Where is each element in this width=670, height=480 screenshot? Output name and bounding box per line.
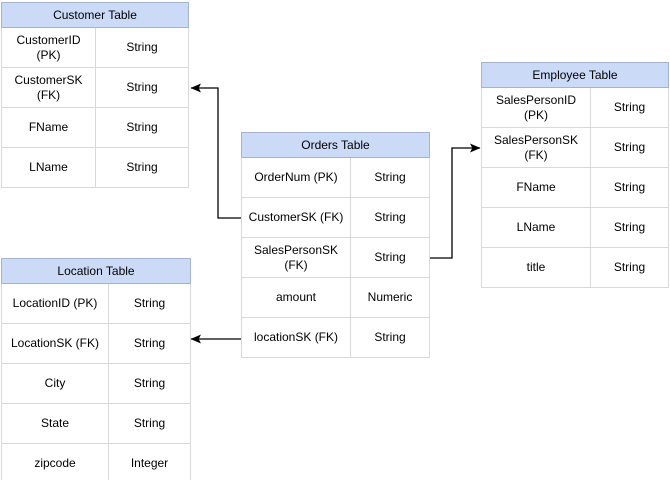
table-row: FName String <box>482 168 668 208</box>
employee-table: Employee Table SalesPersonID (PK) String… <box>481 62 669 288</box>
table-row: LocationSK (FK) String <box>2 324 190 364</box>
field-type: String <box>126 80 158 94</box>
field-type: String <box>374 330 406 344</box>
field-name: SalesPersonSK (FK) <box>482 128 591 167</box>
table-row: zipcode Integer <box>2 444 190 480</box>
field-name: title <box>482 248 591 287</box>
field-name: OrderNum (PK) <box>242 158 351 197</box>
field-type: String <box>133 296 166 310</box>
table-row: locationSK (FK) String <box>242 318 429 358</box>
field-type: String <box>374 250 406 264</box>
field-name: LocationID (PK) <box>2 284 109 323</box>
field-type: String <box>613 220 646 234</box>
field-name: locationSK (FK) <box>242 318 351 357</box>
customer-table-title: Customer Table <box>1 2 189 28</box>
field-name: CustomerSK (FK) <box>2 68 96 107</box>
table-row: CustomerID (PK) String <box>2 28 188 68</box>
table-row: FName String <box>2 108 188 148</box>
field-type: String <box>133 416 166 430</box>
field-name: SalesPersonSK (FK) <box>242 238 351 277</box>
location-table-title: Location Table <box>1 258 191 284</box>
field-name: zipcode <box>2 444 109 480</box>
field-type: String <box>133 336 166 350</box>
field-type: Numeric <box>367 290 413 304</box>
field-type: String <box>613 260 646 274</box>
table-row: SalesPersonSK (FK) String <box>482 128 668 168</box>
connector-orders-customer <box>190 83 241 219</box>
field-name: FName <box>2 108 96 147</box>
field-name: CustomerID (PK) <box>2 28 96 67</box>
table-row: City String <box>2 364 190 404</box>
table-row: SalesPersonSK (FK) String <box>242 238 429 278</box>
field-name: State <box>2 404 109 443</box>
field-type: String <box>613 140 646 154</box>
field-name: LName <box>482 208 591 247</box>
customer-table-body: CustomerID (PK) String CustomerSK (FK) S… <box>1 28 189 188</box>
location-table-body: LocationID (PK) String LocationSK (FK) S… <box>1 284 191 480</box>
field-type: Integer <box>130 456 169 470</box>
field-type: String <box>374 170 406 184</box>
location-table: Location Table LocationID (PK) String Lo… <box>1 258 191 480</box>
customer-table: Customer Table CustomerID (PK) String Cu… <box>1 2 189 188</box>
field-type: String <box>374 210 406 224</box>
table-row: CustomerSK (FK) String <box>242 198 429 238</box>
table-row: LName String <box>2 148 188 188</box>
employee-table-body: SalesPersonID (PK) String SalesPersonSK … <box>481 88 669 288</box>
field-type: String <box>133 376 166 390</box>
employee-table-title: Employee Table <box>481 62 669 88</box>
field-name: amount <box>242 278 351 317</box>
table-row: State String <box>2 404 190 444</box>
field-name: FName <box>482 168 591 207</box>
field-name: LName <box>2 148 96 187</box>
table-row: title String <box>482 248 668 288</box>
field-name: SalesPersonID (PK) <box>482 88 591 127</box>
field-name: LocationSK (FK) <box>2 324 109 363</box>
field-type: String <box>613 180 646 194</box>
field-type: String <box>126 160 158 174</box>
table-row: LName String <box>482 208 668 248</box>
field-type: String <box>126 120 158 134</box>
connector-orders-employee <box>430 143 481 259</box>
field-name: City <box>2 364 109 403</box>
table-row: CustomerSK (FK) String <box>2 68 188 108</box>
field-type: String <box>613 100 646 114</box>
table-row: amount Numeric <box>242 278 429 318</box>
orders-table: Orders Table OrderNum (PK) String Custom… <box>241 132 430 358</box>
table-row: SalesPersonID (PK) String <box>482 88 668 128</box>
table-row: OrderNum (PK) String <box>242 158 429 198</box>
field-name: CustomerSK (FK) <box>242 198 351 237</box>
orders-table-title: Orders Table <box>241 132 430 158</box>
field-type: String <box>126 40 158 54</box>
table-row: LocationID (PK) String <box>2 284 190 324</box>
orders-table-body: OrderNum (PK) String CustomerSK (FK) Str… <box>241 158 430 358</box>
